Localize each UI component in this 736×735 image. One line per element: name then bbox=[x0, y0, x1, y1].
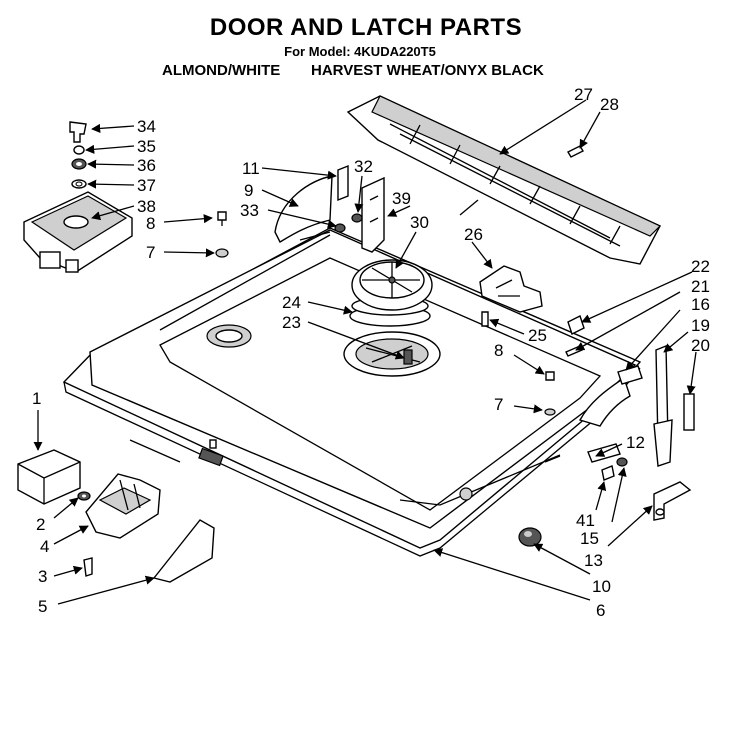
callout-15: 15 bbox=[580, 529, 599, 548]
callout-5: 5 bbox=[38, 597, 47, 616]
callout-22: 22 bbox=[691, 257, 710, 276]
callout-27: 27 bbox=[574, 85, 593, 104]
callout-32: 32 bbox=[354, 157, 373, 176]
washer-2 bbox=[77, 491, 91, 501]
callout-41: 41 bbox=[576, 511, 595, 530]
callout-19: 19 bbox=[691, 316, 710, 335]
screw-28 bbox=[567, 145, 584, 158]
leader-lines bbox=[33, 99, 697, 605]
screw-33 bbox=[334, 223, 346, 233]
callout-20: 20 bbox=[691, 336, 710, 355]
door-inner-panel bbox=[62, 227, 642, 557]
dispenser-lid bbox=[351, 259, 433, 311]
model-number: For Model: 4KUDA220T5 bbox=[284, 44, 436, 59]
bushing-15 bbox=[616, 457, 628, 467]
callout-4: 4 bbox=[40, 537, 49, 556]
callout-13: 13 bbox=[584, 551, 603, 570]
callout-34: 34 bbox=[137, 117, 156, 136]
callout-7-right: 7 bbox=[494, 395, 503, 414]
diagram-title: DOOR AND LATCH PARTS bbox=[209, 14, 523, 41]
screw-32 bbox=[351, 213, 363, 223]
door-hinge-bracket-right bbox=[578, 365, 643, 427]
callout-12: 12 bbox=[626, 433, 645, 452]
callout-30: 30 bbox=[410, 213, 429, 232]
callout-33: 33 bbox=[240, 201, 259, 220]
clip-22 bbox=[567, 315, 585, 335]
callout-23: 23 bbox=[282, 313, 301, 332]
callout-37: 37 bbox=[137, 176, 156, 195]
bracket-39 bbox=[361, 176, 385, 253]
callout-2: 2 bbox=[36, 515, 45, 534]
bracket-1 bbox=[17, 449, 81, 505]
vent-motor-assembly bbox=[23, 191, 133, 273]
callout-38: 38 bbox=[137, 197, 156, 216]
callout-24: 24 bbox=[282, 293, 301, 312]
callout-36: 36 bbox=[137, 156, 156, 175]
hinge-arm-11 bbox=[337, 164, 349, 202]
latch-assembly bbox=[479, 265, 543, 313]
vent-cover bbox=[346, 95, 662, 265]
spring-20 bbox=[683, 393, 695, 431]
detergent-dispenser-opening bbox=[206, 324, 252, 348]
screw-8-right bbox=[545, 371, 555, 381]
roller-41 bbox=[601, 465, 615, 481]
callout-7-left: 7 bbox=[146, 243, 155, 262]
knob-34 bbox=[69, 121, 87, 143]
callout-8-left: 8 bbox=[146, 214, 155, 233]
screw-25 bbox=[481, 311, 489, 327]
callout-35: 35 bbox=[137, 137, 156, 156]
callout-3: 3 bbox=[38, 567, 47, 586]
callout-16: 16 bbox=[691, 295, 710, 314]
screw-3 bbox=[83, 557, 93, 577]
handle-plug bbox=[518, 527, 542, 547]
callout-8-right: 8 bbox=[494, 341, 503, 360]
callout-11: 11 bbox=[242, 159, 260, 178]
callout-10: 10 bbox=[592, 577, 611, 596]
washer-36 bbox=[71, 158, 87, 170]
washer-7-right bbox=[544, 408, 556, 416]
callout-26: 26 bbox=[464, 225, 483, 244]
callout-1: 1 bbox=[32, 389, 41, 408]
lock-assembly-4 bbox=[85, 473, 161, 539]
callout-21: 21 bbox=[691, 277, 710, 296]
callout-39: 39 bbox=[392, 189, 411, 208]
callout-labels: 34 35 36 37 38 8 7 11 9 33 32 39 30 24 2… bbox=[32, 85, 710, 620]
nut-35 bbox=[73, 145, 85, 155]
washer-7-left bbox=[215, 248, 229, 258]
washer-37 bbox=[71, 179, 87, 189]
callout-28: 28 bbox=[600, 95, 619, 114]
color-option-1: ALMOND/WHITE bbox=[162, 62, 281, 79]
panel-5 bbox=[152, 519, 215, 583]
hinge-plate-19 bbox=[653, 344, 673, 467]
screw-8-left bbox=[217, 211, 227, 226]
callout-25: 25 bbox=[528, 326, 547, 345]
callout-9: 9 bbox=[244, 181, 253, 200]
color-option-2: HARVEST WHEAT/ONYX BLACK bbox=[311, 62, 544, 79]
bracket-13 bbox=[653, 481, 692, 521]
callout-6: 6 bbox=[596, 601, 605, 620]
